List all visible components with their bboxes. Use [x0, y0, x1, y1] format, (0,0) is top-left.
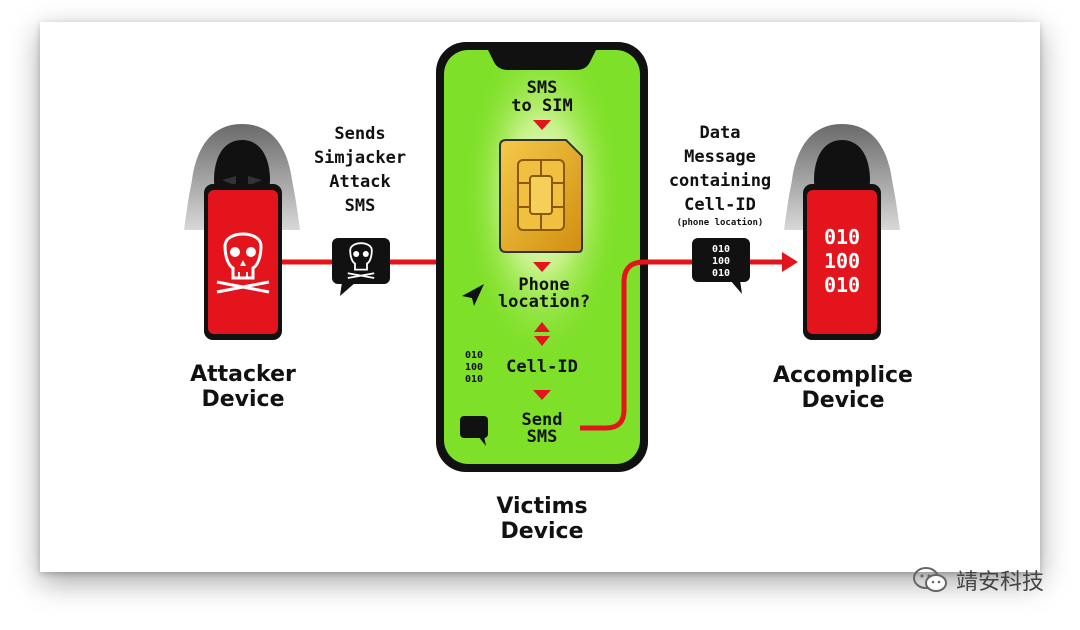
attacker-message-line: SMS [345, 196, 376, 216]
attacker-caption-line2: Device [201, 387, 284, 412]
attacker-message-line: Simjacker [314, 148, 406, 168]
victim-binary: 010 100 010 [465, 350, 483, 385]
accomplice-message-note: (phone location) [677, 217, 764, 228]
binary-line: 100 [712, 256, 730, 267]
step-sms-to-sim-line1: SMS [527, 78, 558, 98]
binary-line: 010 [824, 225, 860, 249]
accomplice-message-line: Data [700, 123, 741, 143]
chat-bubble-icon [460, 416, 488, 446]
attacker-message-line: Sends [334, 124, 385, 144]
step-phone-location-line1: Phone [518, 275, 569, 295]
binary-line: 100 [824, 249, 860, 273]
phone-notch [488, 50, 596, 70]
accomplice-data-bubble: 010 100 010 [692, 238, 750, 294]
step-phone-location-line2: location? [498, 292, 590, 312]
skull-icon [216, 232, 270, 294]
step-cell-id: Cell-ID [506, 357, 578, 377]
binary-line: 010 [712, 268, 730, 279]
victim-to-accomplice-arrow [580, 259, 784, 431]
watermark: 靖安科技 [912, 564, 1044, 596]
accomplice-message-label: Data Message containing Cell-ID (phone l… [669, 123, 771, 228]
accomplice-caption-line2: Device [801, 388, 884, 413]
binary-line: 100 [465, 362, 483, 373]
attacker-sms-bubble [332, 238, 390, 296]
attacker-message-line: Attack [329, 172, 390, 192]
binary-line: 010 [465, 374, 483, 385]
accomplice-caption-line1: Accomplice [773, 363, 913, 388]
binary-line: 010 [712, 244, 730, 255]
attacker-caption-line1: Attacker [190, 362, 296, 387]
location-arrow-icon [462, 284, 484, 306]
victim-caption-line1: Victims [496, 494, 587, 519]
accomplice-phone: 010 100 010 [803, 184, 881, 340]
accomplice-message-line: Cell-ID [684, 195, 756, 215]
step-send-sms-line2: SMS [527, 427, 558, 447]
attacker-message-label: Sends Simjacker Attack SMS [314, 124, 406, 216]
step-sms-to-sim-line2: to SIM [511, 96, 572, 116]
down-arrow [533, 390, 551, 400]
skull-icon [347, 242, 375, 279]
down-arrow [533, 120, 551, 130]
accomplice-message-line: Message [684, 147, 756, 167]
up-down-arrow [534, 322, 550, 346]
step-send-sms-line1: Send [522, 410, 563, 430]
victim-caption-line2: Device [500, 519, 583, 544]
binary-line: 010 [465, 350, 483, 361]
watermark-text: 靖安科技 [955, 570, 1044, 595]
attacker-phone [204, 184, 282, 340]
down-arrow [533, 262, 551, 272]
wechat-icon [912, 567, 947, 592]
sim-card-icon [499, 139, 583, 253]
accomplice-message-line: containing [669, 171, 771, 191]
victim-phone [436, 42, 648, 472]
binary-line: 010 [824, 273, 860, 297]
